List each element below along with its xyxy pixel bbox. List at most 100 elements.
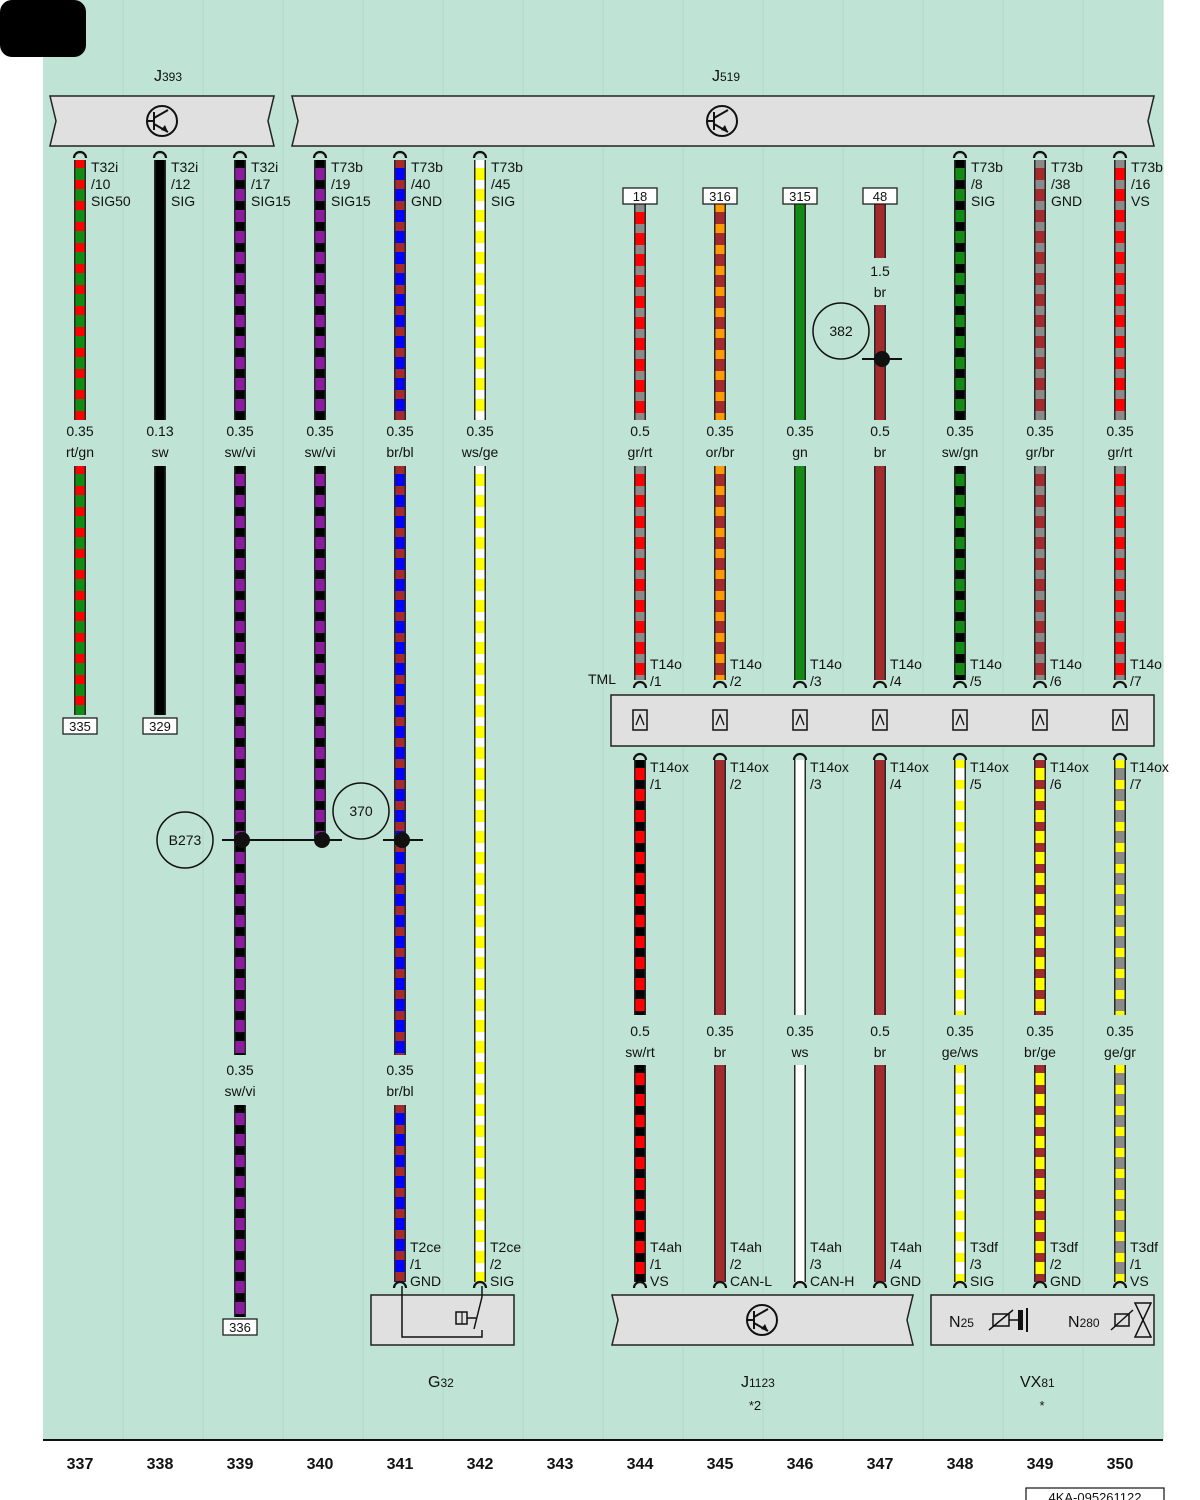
wire-color-lower-344: sw/rt xyxy=(625,1044,655,1060)
wire-346 xyxy=(794,760,806,1015)
wire-size-347-upper: 1.5 xyxy=(870,263,890,279)
wire-339 xyxy=(234,1105,246,1317)
wire-346 xyxy=(794,1065,806,1282)
column-number-347: 347 xyxy=(867,1456,894,1473)
j393-transistor-icon xyxy=(146,105,178,137)
g32-label: G32 xyxy=(428,1374,454,1391)
tml-bottom-pin-label-350: T14ox xyxy=(1130,759,1169,775)
tml-bottom-pin-label-345: T14ox xyxy=(730,759,769,775)
pin-label-342: T73b xyxy=(491,159,523,175)
wire-size-344: 0.5 xyxy=(630,423,650,439)
wire-349 xyxy=(1034,1065,1046,1282)
wire-345 xyxy=(714,204,726,420)
wire-342 xyxy=(474,466,486,1282)
tml-bottom-pin-label-348: /5 xyxy=(970,776,982,792)
column-number-337: 337 xyxy=(67,1456,94,1473)
wire-size-lower-349: 0.35 xyxy=(1026,1023,1053,1039)
ref-top-345: 316 xyxy=(709,189,731,204)
tml-bottom-pin-label-347: T14ox xyxy=(890,759,929,775)
pin-contact-icon xyxy=(1112,680,1128,689)
pin-contact-icon xyxy=(152,150,168,159)
pin-contact-icon xyxy=(872,752,888,761)
wire-color-lower-341: br/bl xyxy=(386,1083,413,1099)
pin-label-349: GND xyxy=(1051,193,1082,209)
pin-label-338: T32i xyxy=(171,159,198,175)
ref-top-346: 315 xyxy=(789,189,811,204)
column-number-349: 349 xyxy=(1027,1456,1054,1473)
bottom-pin-label-349: GND xyxy=(1050,1273,1081,1289)
junction-label-370: 370 xyxy=(349,803,373,819)
ref-bottom-337: 335 xyxy=(69,719,91,734)
pin-contact-icon xyxy=(632,1280,648,1289)
wire-size-348: 0.35 xyxy=(946,423,973,439)
pin-label-337: T32i xyxy=(91,159,118,175)
wire-350 xyxy=(1114,160,1126,420)
wire-338 xyxy=(154,466,166,715)
ref-top-347: 48 xyxy=(873,189,887,204)
tml-bottom-pin-label-349: /6 xyxy=(1050,776,1062,792)
tml-label: TML xyxy=(588,671,616,687)
tml-bottom-pin-label-345: /2 xyxy=(730,776,742,792)
wire-size-337: 0.35 xyxy=(66,423,93,439)
wire-color-342: ws/ge xyxy=(461,444,499,460)
tml-contact-icon xyxy=(792,709,808,731)
bottom-pin-label-347: /4 xyxy=(890,1256,902,1272)
tml-contact-icon xyxy=(872,709,888,731)
j1123-transistor-icon xyxy=(746,1304,778,1336)
bottom-pin-label-350: /1 xyxy=(1130,1256,1142,1272)
tml-top-pin-label-350: /7 xyxy=(1130,673,1142,689)
bottom-pin-label-345: T4ah xyxy=(730,1239,762,1255)
ref-bottom-338: 329 xyxy=(149,719,171,734)
pin-contact-icon xyxy=(952,1280,968,1289)
wire-346 xyxy=(794,204,806,420)
document-id-box xyxy=(1025,1487,1165,1500)
junction-circle-b273: B273 xyxy=(156,811,214,869)
wire-color-lower-349: br/ge xyxy=(1024,1044,1056,1060)
wire-size-349: 0.35 xyxy=(1026,423,1053,439)
pin-label-348: T73b xyxy=(971,159,1003,175)
tml-bottom-pin-label-349: T14ox xyxy=(1050,759,1089,775)
tml-contact-icon xyxy=(1112,709,1128,731)
wire-348 xyxy=(954,160,966,420)
tml-contact-icon xyxy=(712,709,728,731)
j1123-module xyxy=(611,1294,914,1346)
wire-color-lower-339: sw/vi xyxy=(224,1083,255,1099)
pin-label-350: VS xyxy=(1131,193,1150,209)
n25-valve-icon xyxy=(988,1308,1028,1332)
pin-contact-icon xyxy=(392,1280,408,1289)
tml-top-pin-label-346: /3 xyxy=(810,673,822,689)
pin-label-340: T73b xyxy=(331,159,363,175)
pin-contact-icon xyxy=(1032,752,1048,761)
tml-contacts xyxy=(632,709,1128,731)
wire-color-344: gr/rt xyxy=(628,444,653,460)
tml-bottom-pin-label-348: T14ox xyxy=(970,759,1009,775)
tml-top-pin-label-350: T14o xyxy=(1130,656,1162,672)
pin-contact-icon xyxy=(872,1280,888,1289)
tml-top-pin-label-347: T14o xyxy=(890,656,922,672)
bottom-pin-label-350: T3df xyxy=(1130,1239,1158,1255)
pin-label-339: T32i xyxy=(251,159,278,175)
wire-color-lower-345: br xyxy=(714,1044,727,1060)
pin-label-342: /45 xyxy=(491,176,511,192)
pin-contact-icon xyxy=(1032,1280,1048,1289)
tml-contact-icon xyxy=(1032,709,1048,731)
wire-size-lower-348: 0.35 xyxy=(946,1023,973,1039)
wire-size-340: 0.35 xyxy=(306,423,333,439)
wire-342 xyxy=(474,160,486,420)
pin-label-350: /16 xyxy=(1131,176,1151,192)
n280-label: N280 xyxy=(1068,1314,1100,1331)
wire-346 xyxy=(794,466,806,680)
wire-350 xyxy=(1114,466,1126,680)
tml-top-pin-label-348: T14o xyxy=(970,656,1002,672)
column-number-338: 338 xyxy=(147,1456,174,1473)
j393-label: J393 xyxy=(154,68,182,85)
wire-color-337: rt/gn xyxy=(66,444,94,460)
column-number-343: 343 xyxy=(547,1456,574,1473)
wire-size-341: 0.35 xyxy=(386,423,413,439)
bottom-pin-label-345: CAN-L xyxy=(730,1273,772,1289)
wire-size-lower-350: 0.35 xyxy=(1106,1023,1133,1039)
wire-color-lower-347: br xyxy=(874,1044,887,1060)
